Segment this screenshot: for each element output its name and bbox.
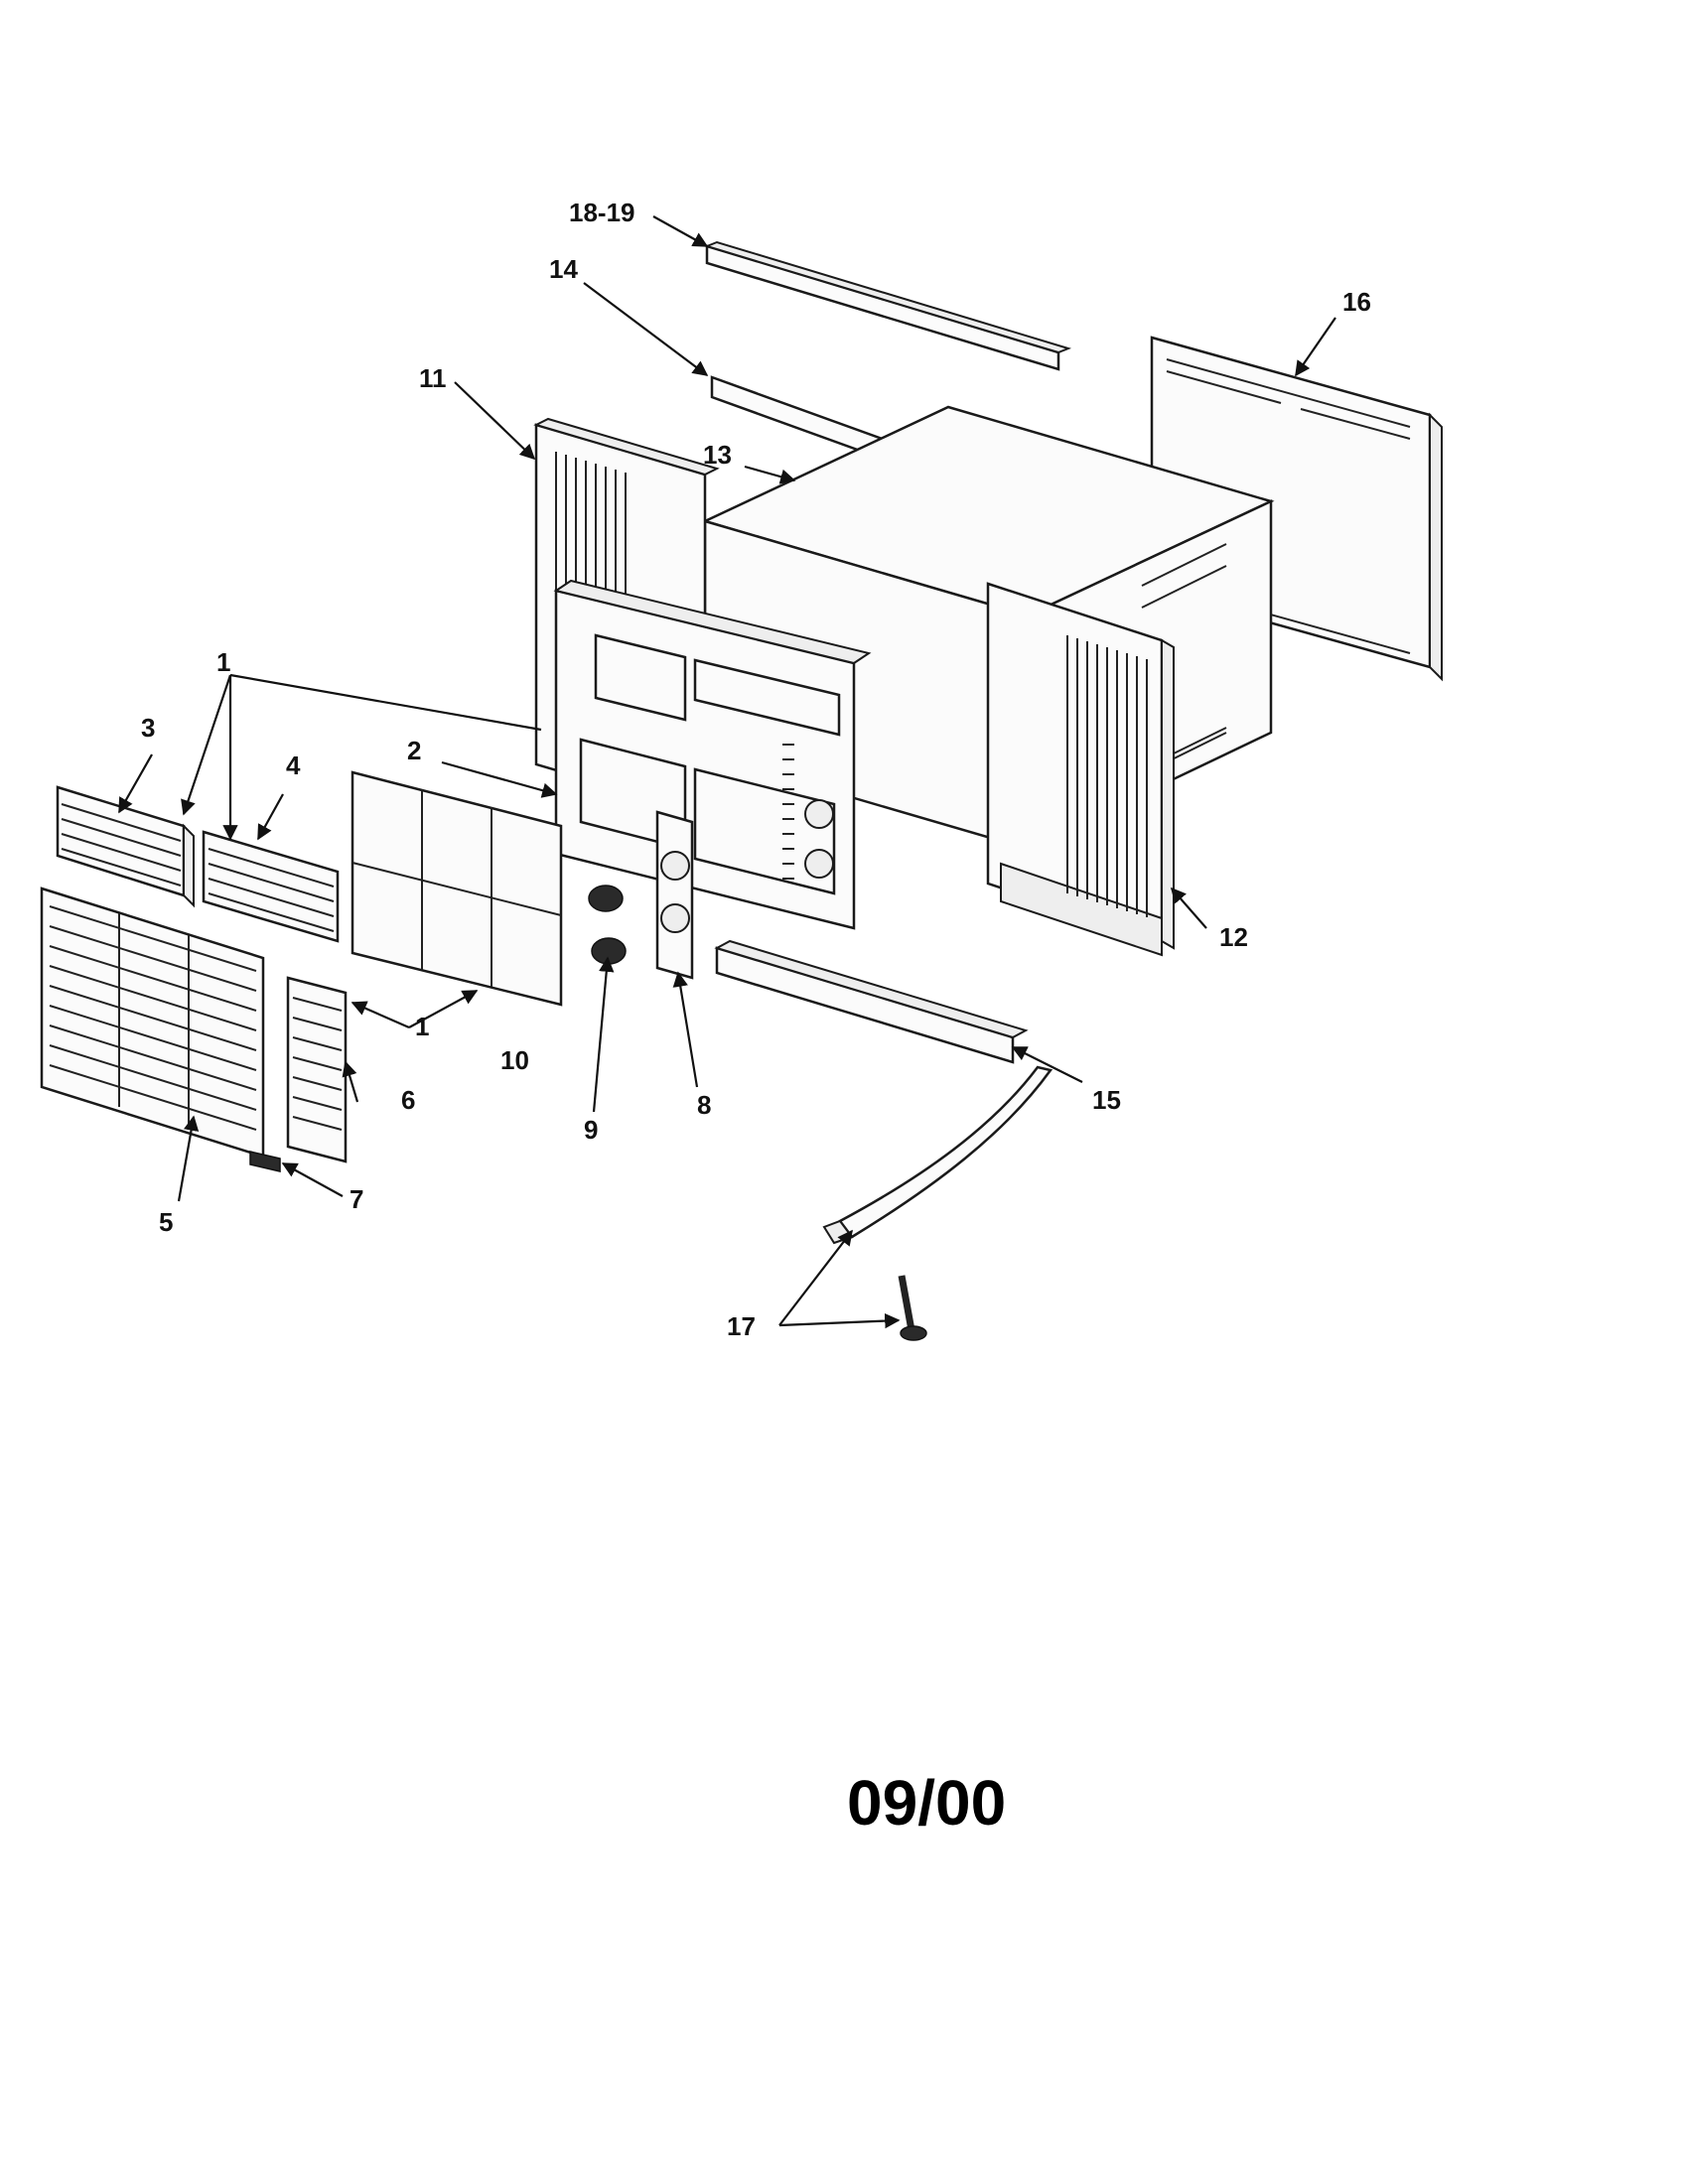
frame-vent-slots — [782, 744, 794, 880]
part-18-19-top-rail — [703, 240, 1072, 371]
callout-12: 12 — [1219, 922, 1248, 952]
callout-11: 11 — [419, 363, 447, 393]
callout-15: 15 — [1092, 1085, 1121, 1115]
callout-6: 6 — [401, 1085, 415, 1115]
part-10-air-filter — [351, 770, 563, 1007]
part-5-front-grille — [40, 887, 265, 1159]
callout-1-upper: 1 — [216, 647, 230, 677]
leader-lines — [118, 215, 1336, 1329]
side-panel-louvers — [1066, 635, 1148, 917]
callout-10: 10 — [500, 1045, 529, 1075]
callout-3: 3 — [141, 713, 155, 743]
part-3-louver-assembly — [56, 785, 195, 908]
part-7-clip — [249, 1151, 281, 1172]
part-17-support-bracket — [822, 1065, 1053, 1245]
callout-17: 17 — [727, 1311, 756, 1341]
part-15-bottom-rail — [714, 939, 1029, 1064]
date-code: 09/00 — [847, 1767, 1006, 1839]
callout-1-lower: 1 — [415, 1012, 429, 1041]
part-6-side-grille — [286, 976, 348, 1163]
callout-5: 5 — [159, 1207, 173, 1237]
callout-13: 13 — [703, 440, 732, 470]
callout-8: 8 — [697, 1090, 711, 1120]
part-4-louver-assembly — [202, 830, 340, 943]
part-12-side-panel — [986, 582, 1175, 957]
part-2-front-frame — [553, 579, 872, 930]
front-grille-slats — [49, 905, 257, 1131]
callout-4: 4 — [286, 751, 301, 780]
part-9-control-knobs — [588, 885, 627, 965]
callout-18-19: 18-19 — [569, 198, 635, 227]
part-17-leveling-leg — [898, 1275, 927, 1341]
callout-9: 9 — [584, 1115, 598, 1145]
callout-7: 7 — [350, 1184, 363, 1214]
part-8-control-panel — [655, 810, 694, 980]
callout-labels: 18-19 14 16 11 13 1 3 4 2 1 10 6 9 8 15 … — [141, 198, 1371, 1341]
callout-16: 16 — [1342, 287, 1371, 317]
callout-2: 2 — [407, 736, 421, 765]
callout-14: 14 — [549, 254, 578, 284]
